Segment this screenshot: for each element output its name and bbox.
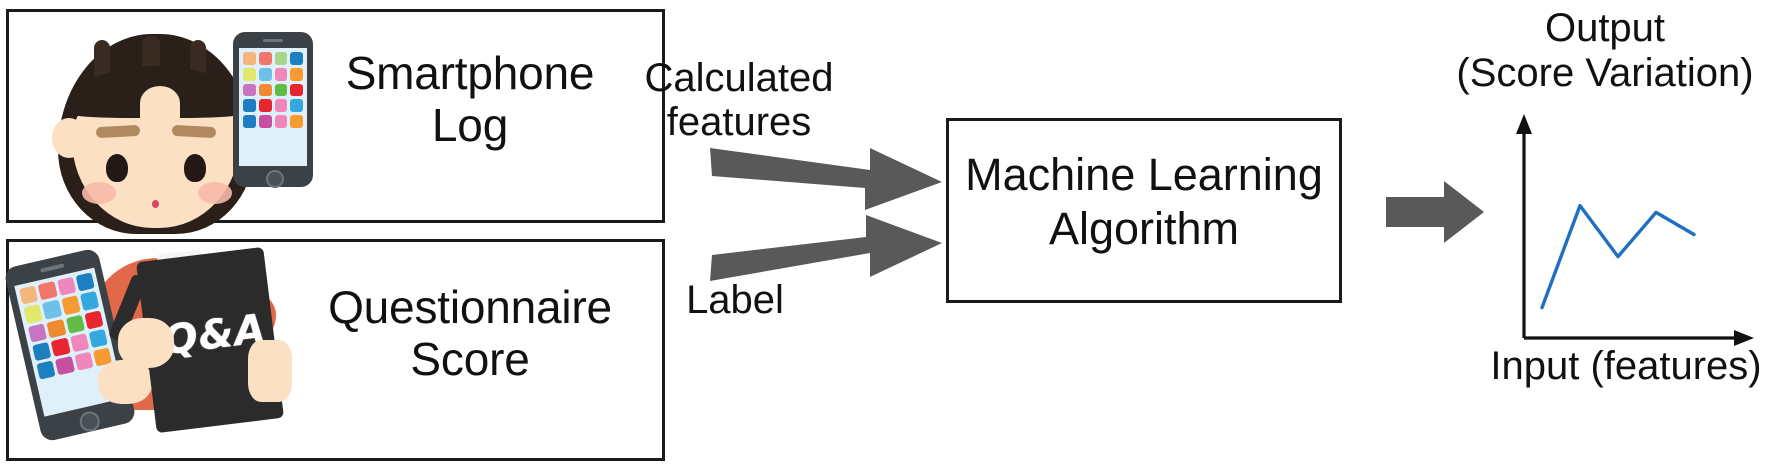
- arrow-label-calculated-features: Calculated features: [644, 56, 834, 144]
- app-icon: [37, 281, 58, 301]
- app-icon: [290, 67, 303, 81]
- app-icon: [258, 99, 272, 112]
- app-icon: [36, 360, 56, 380]
- app-icon: [274, 83, 288, 97]
- machine-learning-algorithm-label: Machine Learning Algorithm: [965, 149, 1323, 254]
- app-icon: [23, 304, 43, 324]
- app-icon: [274, 99, 288, 112]
- arrow-label-label: Label: [686, 278, 784, 322]
- app-icon: [55, 356, 75, 376]
- app-icon: [243, 52, 256, 65]
- app-icon: [65, 314, 85, 334]
- smartphone-device-upper: [233, 32, 313, 188]
- app-icon: [258, 83, 272, 97]
- app-icon: [79, 291, 100, 311]
- app-icon: [243, 67, 256, 81]
- app-icon: [69, 332, 90, 353]
- app-icon: [290, 99, 303, 112]
- app-icon: [258, 115, 272, 128]
- app-icon: [42, 299, 62, 320]
- app-icon: [243, 99, 256, 112]
- chart-x-axis-label: Input (features): [1490, 344, 1762, 388]
- score-variation-chart: [1516, 114, 1754, 346]
- app-icon: [75, 272, 95, 292]
- arrow-label: [710, 215, 942, 281]
- hand-right: [118, 318, 174, 368]
- app-icon: [73, 351, 94, 372]
- input-label-smartphone-log: Smartphone Log: [345, 47, 595, 151]
- arrow-output: [1386, 181, 1484, 243]
- app-icon: [258, 52, 272, 65]
- app-icon: [274, 115, 288, 128]
- app-icon: [274, 52, 288, 65]
- machine-learning-algorithm-box: [946, 118, 1342, 303]
- app-icon: [274, 67, 288, 81]
- app-icon: [84, 309, 104, 330]
- app-icon: [46, 318, 67, 339]
- arrow-calculated-features: [710, 148, 942, 210]
- app-icon: [60, 295, 81, 315]
- app-icon: [243, 83, 256, 97]
- app-icon: [290, 115, 303, 128]
- illustration-woman-smartphone: [30, 14, 290, 234]
- chart-title: Output (Score Variation): [1456, 6, 1754, 95]
- app-icon: [258, 67, 272, 81]
- input-label-questionnaire-score: Questionnaire Score: [328, 281, 612, 385]
- app-icon: [243, 115, 256, 128]
- app-icon: [32, 341, 52, 362]
- app-icon: [88, 328, 108, 349]
- app-icon: [56, 276, 77, 297]
- app-icon: [19, 285, 39, 305]
- app-icon: [50, 337, 71, 357]
- chart-data-line: [1540, 203, 1696, 310]
- hand-holding-tablet: [248, 340, 292, 402]
- app-icon: [290, 83, 303, 97]
- app-icon: [27, 322, 48, 343]
- app-icon: [290, 52, 303, 65]
